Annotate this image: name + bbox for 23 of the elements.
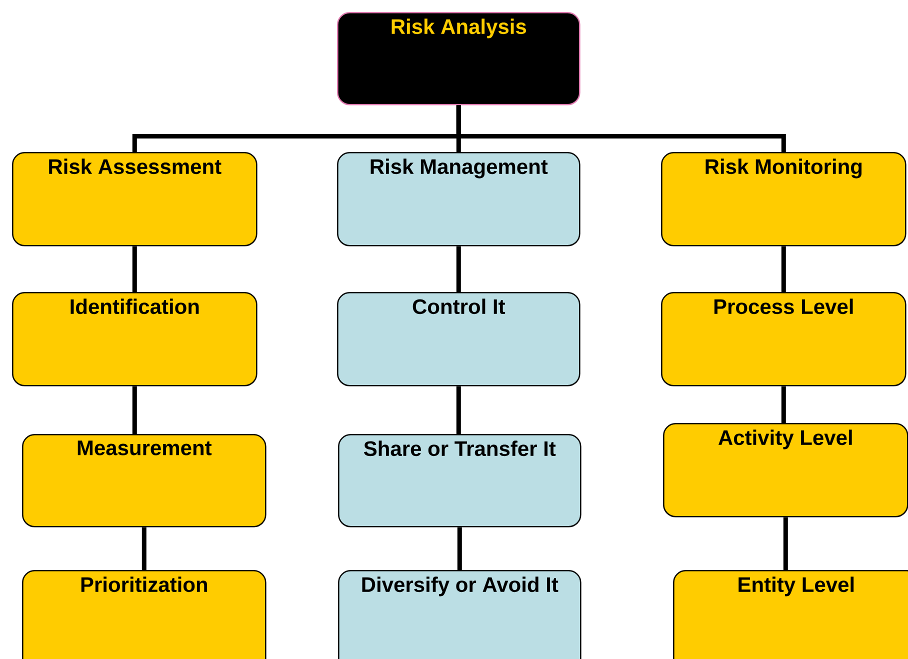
process-box: Risk Monitoring <box>661 152 906 246</box>
connector-line <box>132 246 137 292</box>
process-box: Prioritization <box>22 570 266 659</box>
connector-line <box>456 386 461 434</box>
process-box: Entity Level <box>673 570 908 659</box>
title-box: Risk Analysis <box>337 12 580 106</box>
connector-line <box>781 246 786 292</box>
process-box: Identification <box>12 292 258 386</box>
process-box: Diversify or Avoid It <box>338 570 582 659</box>
process-box: Control It <box>337 292 580 386</box>
connector-line <box>132 386 137 434</box>
process-box: Risk Management <box>337 152 580 246</box>
process-box: Process Level <box>661 292 906 386</box>
process-box: Activity Level <box>663 423 908 518</box>
connector-line <box>781 386 786 423</box>
connector-line <box>456 246 461 292</box>
process-box: Risk Assessment <box>12 152 258 246</box>
process-box: Share or Transfer It <box>338 434 582 528</box>
connector-line <box>456 105 786 152</box>
connector-line <box>457 527 462 570</box>
connector-line <box>142 527 146 570</box>
connector-line <box>783 517 788 570</box>
process-box: Measurement <box>22 434 266 528</box>
